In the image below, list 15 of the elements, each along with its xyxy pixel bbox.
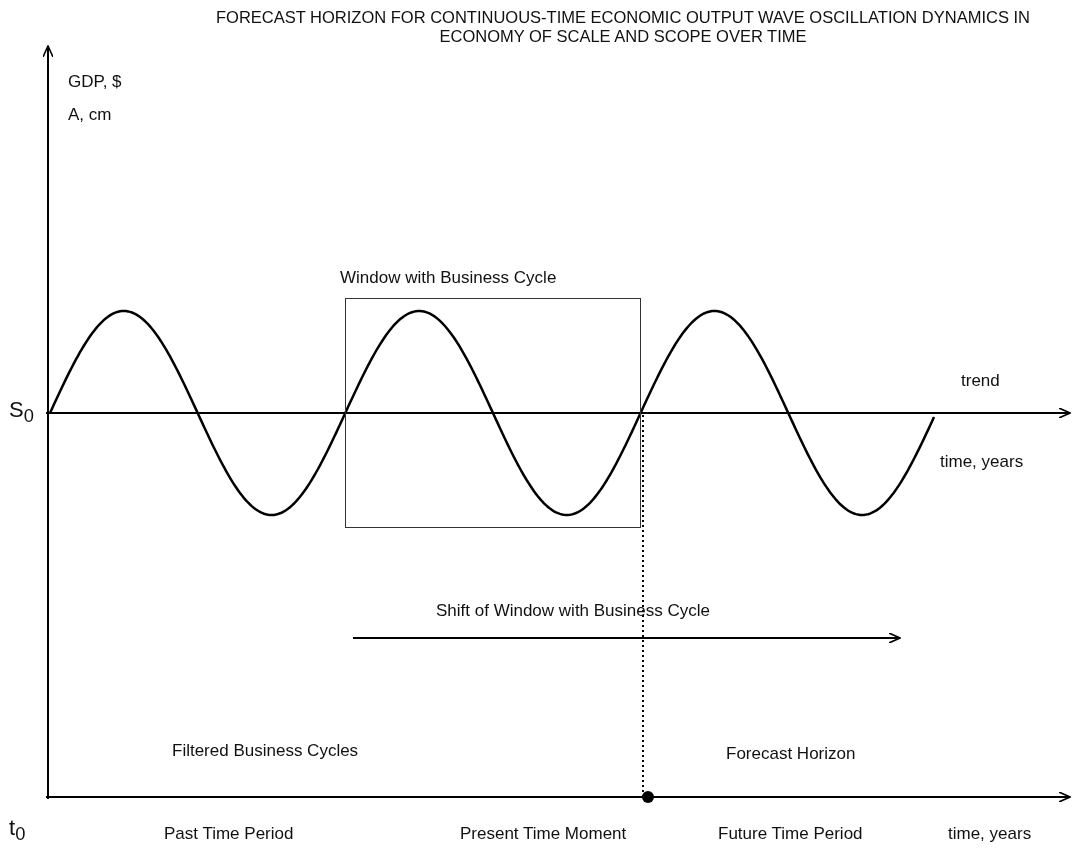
diagram-title: FORECAST HORIZON FOR CONTINUOUS-TIME ECONOMIC OUTPUT WAVE OSCILLATION DYNAMICS IN ECONOMY OF SCALE AND SCOPE OVER TIME [214, 8, 1031, 46]
period-label: Forecast Horizon [726, 744, 856, 764]
trend-label: trend [961, 371, 1000, 391]
moment-label: Present Time Moment [460, 824, 627, 844]
window-heading: Window with Business Cycle [340, 268, 557, 288]
arrow-label: Shift of Window with Business Cycle [436, 601, 710, 621]
axis-label: A, cm [68, 105, 112, 125]
axis-label: time, years [948, 824, 1032, 844]
period-label: Filtered Business Cycles [172, 741, 359, 761]
origin-label: S$_{0}$ [9, 397, 34, 428]
axis-label: time, years [940, 452, 1024, 472]
period-label: Future Time Period [718, 824, 863, 844]
axis-label: GDP, $ [68, 72, 122, 92]
period-label: Past Time Period [164, 824, 294, 844]
origin-label: t$_{0}$ [9, 815, 26, 846]
